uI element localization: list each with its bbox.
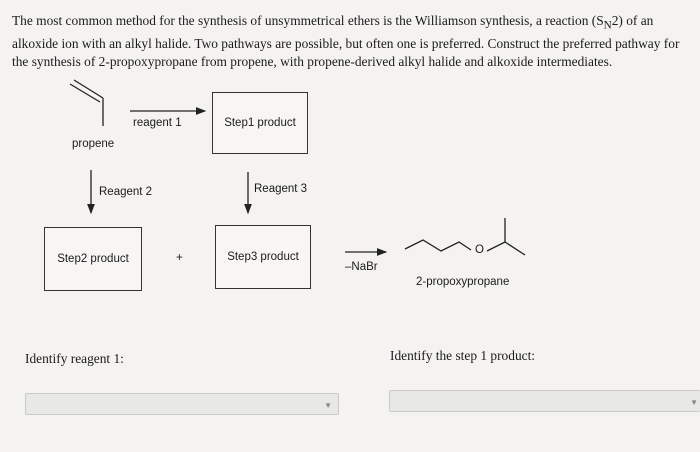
step1-product-dropdown[interactable]: ▼ [389,390,700,412]
product-name-label: 2-propoxypropane [416,276,510,288]
propene-label: propene [72,138,115,150]
step2-product-label: Step2 product [57,253,129,265]
step1-product-prompt: Identify the step 1 product: [390,348,536,363]
step1-product-label: Step1 product [224,117,296,129]
chevron-down-icon: ▼ [324,401,332,410]
reagent1-prompt: Identify reagent 1: [25,351,124,366]
step3-product-box[interactable]: Step3 product [215,225,311,289]
question-subscript: N [603,19,612,32]
reagent1-label: reagent 1 [133,117,182,129]
nabr-byproduct-label: –NaBr [345,261,378,273]
plus-sign: + [176,252,183,264]
reagent2-label: Reagent 2 [99,186,153,198]
step2-product-box[interactable]: Step2 product [44,227,142,291]
step1-product-box[interactable]: Step1 product [212,92,308,154]
question-text-part1: The most common method for the synthesis… [12,13,604,28]
question-text: The most common method for the synthesis… [12,12,696,71]
2-propoxypropane-structure [404,218,526,256]
reagent1-dropdown[interactable]: ▼ [25,393,339,415]
propene-structure [69,79,104,126]
reagent3-label: Reagent 3 [254,183,308,195]
question-text-part2: 2) of an alkoxide ion with an alkyl hali… [12,13,680,69]
step3-product-label: Step3 product [227,251,299,263]
ether-oxygen-label: O [474,244,485,256]
chevron-down-icon: ▼ [690,398,698,407]
